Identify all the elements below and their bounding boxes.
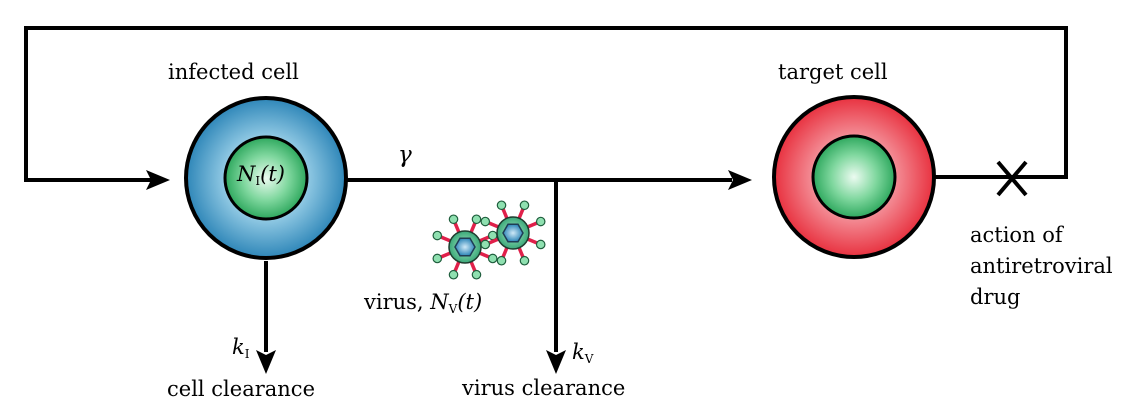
x-block-icon	[996, 160, 1028, 197]
virus-spike	[469, 260, 477, 273]
infected-count-label: NI(t)	[237, 162, 285, 188]
transmission-arrowhead	[728, 170, 752, 190]
cell-clearance-rate-label: kI	[232, 335, 249, 361]
infected-count-subscript: I	[255, 174, 261, 188]
virus-spike	[501, 246, 509, 259]
drug-action-line-2: antiretroviral	[970, 254, 1113, 278]
virus-count-label: virus, NV(t)	[364, 290, 482, 316]
feedback-arrowhead	[146, 170, 170, 190]
infected-cell-nucleus	[223, 135, 309, 221]
cell-clearance-arrowhead	[256, 350, 276, 374]
feedback-loop-line	[24, 26, 1068, 182]
virus-spike-tip	[471, 269, 482, 280]
virus-cluster	[432, 200, 546, 280]
drug-action-label: action of antiretroviral drug	[970, 220, 1113, 313]
cell-clearance-rate-subscript: I	[244, 347, 250, 361]
virus-spike	[439, 235, 452, 243]
infected-cell-label: infected cell	[168, 60, 299, 84]
target-cell-nucleus	[811, 134, 897, 220]
virus-spike-tip	[480, 239, 491, 250]
virus-spike	[439, 251, 452, 259]
virus-particle-icon	[432, 214, 498, 280]
virus-spike-tip	[519, 255, 530, 266]
virus-spike-tip	[432, 253, 443, 264]
virus-spike-tip	[496, 255, 507, 266]
virus-spike-tip	[448, 214, 459, 225]
virus-spike-tip	[448, 269, 459, 280]
virus-clearance-rate-subscript: V	[584, 352, 594, 366]
cell-clearance-rate-symbol: k	[232, 335, 245, 359]
virus-count-symbol: N	[430, 290, 449, 314]
virus-spike	[526, 237, 539, 245]
infected-cell	[184, 96, 348, 260]
virus-spike	[478, 235, 491, 243]
virus-spike-tip	[487, 253, 498, 264]
virus-clearance-rate-label: kV	[572, 340, 593, 366]
virus-spike-tip	[519, 200, 530, 211]
virus-spike	[517, 246, 525, 259]
virus-count-subscript: V	[448, 302, 458, 316]
virus-clearance-rate-symbol: k	[572, 340, 585, 364]
virus-prefix: virus,	[364, 290, 424, 314]
virus-spike	[526, 221, 539, 229]
infected-count-argument: (t)	[260, 162, 285, 186]
virus-clearance-arrowhead	[546, 350, 566, 374]
virus-particle-icon	[480, 200, 546, 266]
virus-spike-tip	[496, 200, 507, 211]
drug-action-line-1: action of	[970, 223, 1063, 247]
drug-action-line-3: drug	[970, 285, 1021, 309]
virus-clearance-label: virus clearance	[462, 376, 626, 400]
virus-core	[502, 223, 524, 243]
virus-spike-tip	[432, 230, 443, 241]
transmission-rate-label: γ	[398, 142, 412, 168]
virus-core	[454, 237, 476, 257]
virus-spike	[517, 207, 525, 220]
virus-spike-tip	[480, 216, 491, 227]
virus-spike	[453, 260, 461, 273]
cell-clearance-label: cell clearance	[167, 377, 315, 401]
target-cell-label: target cell	[778, 60, 888, 84]
virus-spike	[487, 237, 500, 245]
virus-spike	[469, 221, 477, 234]
target-cell	[772, 95, 936, 259]
virus-spike	[453, 221, 461, 234]
virus-spike-tip	[471, 214, 482, 225]
virus-spike	[478, 251, 491, 259]
infected-count-symbol: N	[237, 162, 256, 186]
virus-spike-tip	[535, 216, 546, 227]
virus-count-argument: (t)	[457, 290, 483, 314]
virus-spike-tip	[535, 239, 546, 250]
virus-spike	[487, 221, 500, 229]
virus-spike	[501, 207, 509, 220]
